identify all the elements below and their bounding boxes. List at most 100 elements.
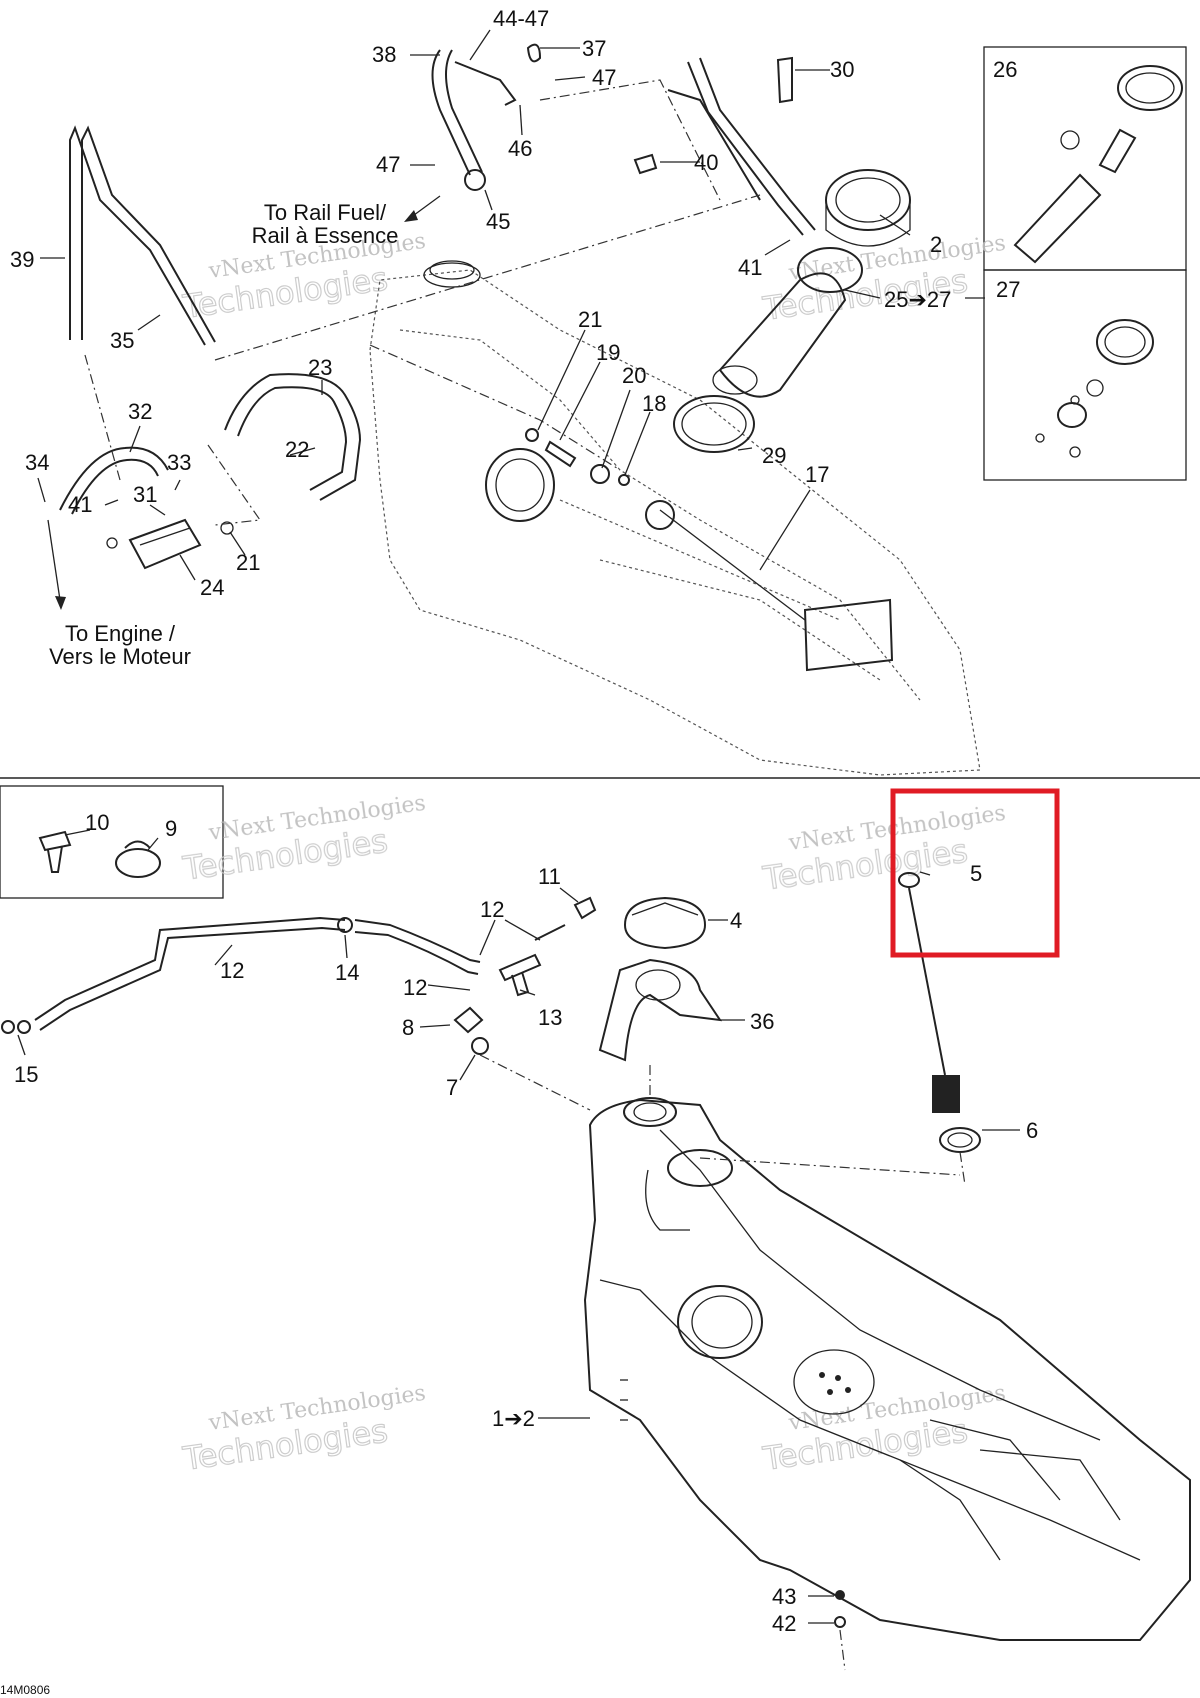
callout-9: 9 — [165, 816, 177, 841]
leader-line — [289, 447, 316, 456]
callout-47: 47 — [592, 65, 616, 90]
fuel-tank-pocket — [667, 1149, 733, 1187]
clamp-37 — [526, 43, 542, 63]
leader-line — [559, 887, 579, 903]
routing-line — [84, 354, 121, 481]
seal-29-inner — [681, 402, 747, 446]
arrow-to-rail-head — [404, 210, 418, 222]
fuel-tank-sender-area — [793, 1349, 875, 1415]
grommet-6-inner — [947, 1132, 973, 1148]
callout-26: 26 — [993, 57, 1017, 82]
callout-4: 4 — [730, 908, 742, 933]
callout-6: 6 — [1026, 1118, 1038, 1143]
fuel-tank-1-2 — [583, 1097, 1191, 1641]
inset-27-ball — [1086, 379, 1104, 397]
callout-42: 42 — [772, 1611, 796, 1636]
lock-ring-2 — [825, 169, 911, 247]
tank-pump-ring — [495, 458, 545, 512]
callout-17: 17 — [805, 462, 829, 487]
note-vers-le-moteur: Vers le Moteur — [49, 644, 191, 669]
callout-23: 23 — [308, 355, 332, 380]
bracket-36 — [598, 958, 723, 1062]
callout-24: 24 — [200, 575, 224, 600]
fitting-19 — [544, 440, 577, 468]
leader-line — [129, 425, 141, 453]
push-rivet-10-shank — [47, 845, 63, 873]
hose-41-edge — [687, 61, 804, 236]
clip-30 — [776, 56, 793, 104]
leader-line — [147, 837, 159, 851]
clip-9-ring — [115, 848, 161, 878]
ghost-filler-neck — [423, 262, 481, 288]
fitting-21 — [525, 428, 539, 442]
callout-1-2: 1➔2 — [492, 1406, 535, 1431]
hose-12-mid — [354, 919, 481, 963]
routing-line — [959, 1151, 966, 1186]
leader-line — [149, 504, 166, 516]
bracket-36-hole — [635, 969, 681, 1001]
hose-39-35-edge — [81, 125, 216, 343]
callout-14: 14 — [335, 960, 359, 985]
fuel-tank-pump-opening-inner — [691, 1295, 753, 1349]
leader-line — [344, 934, 348, 959]
level-sensor-5-rod — [908, 887, 946, 1076]
callout-36: 36 — [750, 1009, 774, 1034]
callout-5: 5 — [970, 861, 982, 886]
fuel-tank-pump-opening — [677, 1285, 763, 1359]
leader-line — [879, 214, 911, 236]
leader-line — [519, 104, 523, 136]
callout-44-47: 44-47 — [493, 6, 549, 31]
fitting-18 — [618, 474, 630, 486]
callout-41: 41 — [68, 492, 92, 517]
ghost-tank-ridge — [399, 329, 921, 701]
callout-10: 10 — [85, 810, 109, 835]
fuel-tank-filler-neck — [623, 1097, 677, 1127]
fitting-45 — [464, 169, 486, 191]
leader-line — [427, 984, 471, 991]
leader-line — [559, 361, 601, 441]
callout-33: 33 — [167, 450, 191, 475]
fuel-cap-4-body — [623, 896, 707, 950]
hose-41-branch — [667, 89, 761, 201]
block-40 — [633, 153, 658, 175]
leader-line — [469, 29, 491, 61]
routing-line — [839, 1629, 846, 1671]
callout-15: 15 — [14, 1062, 38, 1087]
leader-line — [229, 531, 246, 556]
level-sender-float — [645, 500, 675, 530]
inset-27-seal-inner — [1104, 326, 1146, 358]
leader-line — [479, 919, 496, 956]
routing-line — [207, 444, 262, 526]
callout-43: 43 — [772, 1584, 796, 1609]
leader-line — [179, 554, 196, 581]
fuel-tank-outline — [583, 1098, 1191, 1641]
lock-ring-2-outer — [825, 169, 911, 231]
callout-12: 12 — [480, 897, 504, 922]
hose-38 — [431, 49, 471, 176]
level-sender-plate — [803, 598, 894, 672]
callout-12: 12 — [220, 958, 244, 983]
callout-47: 47 — [376, 152, 400, 177]
inset-27-parts — [1035, 319, 1154, 458]
leader-line — [764, 239, 791, 256]
arrow-to-engine — [47, 519, 61, 601]
routing-line — [369, 344, 621, 471]
fuel-tank-ridge — [599, 1279, 1141, 1561]
inset-27-valve — [1057, 402, 1087, 428]
leader-line — [519, 989, 536, 996]
inset-26-seal-inner — [1125, 72, 1175, 104]
tank-pump-ring — [485, 448, 555, 522]
fuel-cap-4-grip — [631, 902, 699, 916]
callout-32: 32 — [128, 399, 152, 424]
hose-23-22 — [224, 373, 362, 501]
routing-line — [214, 194, 761, 361]
fuel-pump-module-body — [718, 272, 847, 398]
level-sensor-5-head — [898, 872, 920, 888]
hose-32 — [59, 446, 169, 511]
leader-line — [419, 1024, 451, 1028]
hose-41 — [699, 57, 816, 231]
leader-line — [624, 411, 651, 476]
washer-42 — [834, 1616, 846, 1628]
callout-7: 7 — [446, 1075, 458, 1100]
callout-22: 22 — [285, 437, 309, 462]
